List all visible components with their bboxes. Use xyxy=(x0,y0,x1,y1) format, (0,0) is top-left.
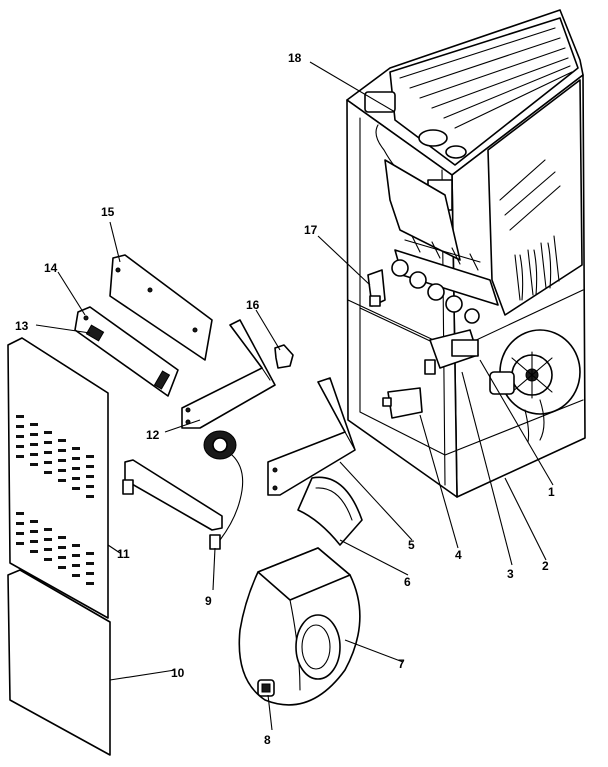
callout-18: 18 xyxy=(288,51,302,65)
callout-7: 7 xyxy=(398,657,405,671)
leader-lines xyxy=(35,61,554,731)
door-louvers xyxy=(16,415,94,585)
callout-2: 2 xyxy=(542,559,549,573)
vent-collector-box xyxy=(364,91,467,261)
callout-13: 13 xyxy=(15,319,29,333)
part-12-bracket xyxy=(181,319,276,429)
callout-9: 9 xyxy=(205,594,212,608)
callout-6: 6 xyxy=(404,575,411,589)
part-14-bracket xyxy=(74,306,179,397)
callout-1: 1 xyxy=(548,485,555,499)
burner-assembly xyxy=(391,235,499,324)
callout-14: 14 xyxy=(44,261,58,275)
callout-5: 5 xyxy=(408,538,415,552)
callout-16: 16 xyxy=(246,298,260,312)
upper-front-door xyxy=(7,337,109,619)
part-16-clip xyxy=(274,344,294,369)
pressure-switch-assembly xyxy=(122,430,244,550)
callout-11: 11 xyxy=(117,547,130,561)
callout-3: 3 xyxy=(507,567,514,581)
part-5-panel xyxy=(267,377,356,496)
inducer-motor xyxy=(424,329,479,375)
callout-15: 15 xyxy=(101,205,115,219)
lower-front-door xyxy=(7,569,111,756)
gas-valve xyxy=(367,269,386,307)
mounting-bracket xyxy=(382,387,423,419)
callout-8: 8 xyxy=(264,733,271,747)
part-6-baffle xyxy=(297,476,363,546)
callout-4: 4 xyxy=(455,548,462,562)
blower-housing xyxy=(238,547,361,706)
heat-exchanger xyxy=(389,17,583,316)
callout-10: 10 xyxy=(171,666,185,680)
callout-17: 17 xyxy=(304,223,318,237)
callouts: 18 17 15 14 13 16 12 9 11 10 8 7 6 5 4 3… xyxy=(15,51,555,747)
callout-12: 12 xyxy=(146,428,160,442)
internal-blower xyxy=(489,329,581,443)
part-15-plate xyxy=(109,254,213,361)
